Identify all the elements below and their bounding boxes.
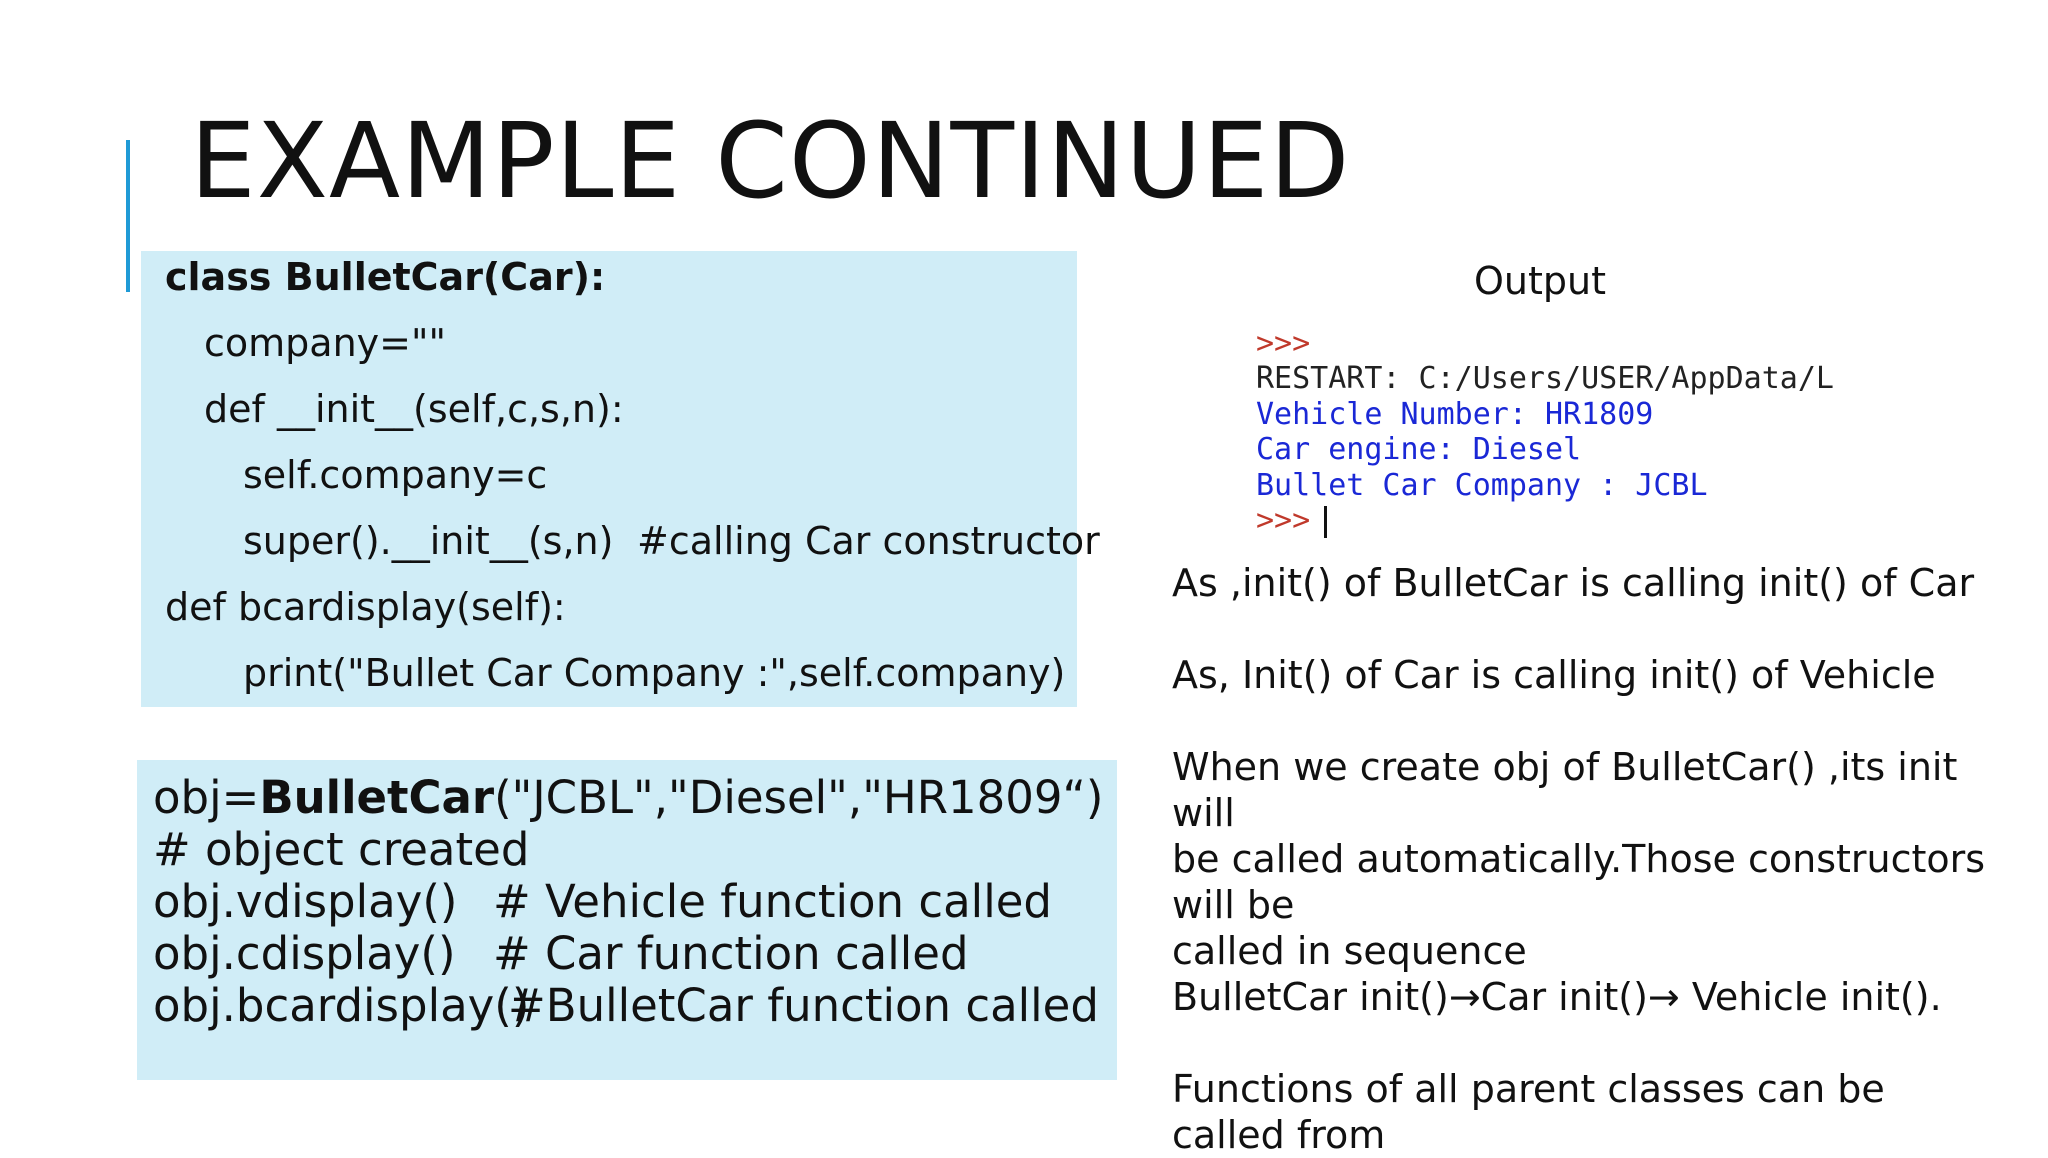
obj-line-cdisplay: obj.cdisplay()# Car function called <box>153 927 969 980</box>
code-line-print: print("Bullet Car Company :",self.compan… <box>243 651 1066 695</box>
console-restart-line: RESTART: C:/Users/USER/AppData/L <box>1256 361 1834 396</box>
text-cursor <box>1324 505 1328 538</box>
object-code-box: obj=BulletCar("JCBL","Diesel","HR1809“) … <box>137 760 1117 1080</box>
code-line-bcardisplay-def: def bcardisplay(self): <box>165 585 566 629</box>
console-company-line: Bullet Car Company : JCBL <box>1256 468 1708 503</box>
output-label: Output <box>1474 259 1606 303</box>
obj-line-bcardisplay: obj.bcardisplay()#BulletCar function cal… <box>153 979 1099 1032</box>
code-line-company: company="" <box>204 321 446 365</box>
obj-line-comment: # object created <box>153 823 530 876</box>
explain-p1: As ,init() of BulletCar is calling init(… <box>1172 561 1975 605</box>
explanation-text: As ,init() of BulletCar is calling init(… <box>1172 560 1992 1158</box>
code-line-self-company: self.company=c <box>243 453 548 497</box>
console-engine-line: Car engine: Diesel <box>1256 432 1582 467</box>
explain-p2: As, Init() of Car is calling init() of V… <box>1172 653 1936 697</box>
explain-p3a: When we create obj of BulletCar() ,its i… <box>1172 745 1958 835</box>
console-final-prompt-line: >>> <box>1256 503 1328 539</box>
explain-p3d: BulletCar init()→Car init()→ Vehicle ini… <box>1172 975 1942 1019</box>
code-line-init-def: def __init__(self,c,s,n): <box>204 387 624 431</box>
code-line-class-def: class BulletCar(Car): <box>165 255 606 299</box>
obj-line-vdisplay: obj.vdisplay()# Vehicle function called <box>153 875 1052 928</box>
code-comment-calling-car: #calling Car constructor <box>637 519 1100 563</box>
code-line-super-init: super().__init__(s,n) <box>243 519 614 563</box>
class-code-box: class BulletCar(Car): company="" def __i… <box>141 251 1100 707</box>
console-output: >>> RESTART: C:/Users/USER/AppData/L Veh… <box>1256 320 1916 545</box>
console-vehicle-line: Vehicle Number: HR1809 <box>1256 397 1654 432</box>
slide-title: EXAMPLE CONTINUED <box>190 100 1351 222</box>
explain-p3b: be called automatically.Those constructo… <box>1172 837 1986 927</box>
console-prompt: >>> <box>1256 326 1311 361</box>
explain-p3c: called in sequence <box>1172 929 1527 973</box>
obj-line-create: obj=BulletCar("JCBL","Diesel","HR1809“) <box>153 771 1104 824</box>
title-accent-bar <box>126 140 130 292</box>
explain-p4: Functions of all parent classes can be c… <box>1172 1067 1885 1157</box>
